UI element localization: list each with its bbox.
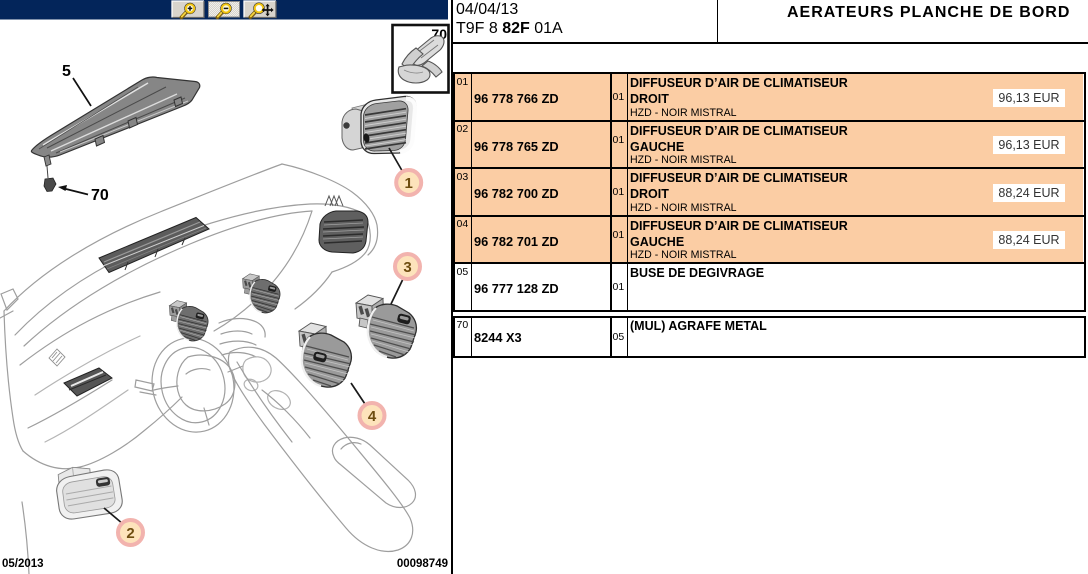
svg-text:05/2013: 05/2013 <box>2 558 44 570</box>
svg-text:1: 1 <box>405 175 413 192</box>
svg-text:3: 3 <box>403 259 411 276</box>
svg-text:00098749: 00098749 <box>397 558 448 570</box>
svg-text:5: 5 <box>62 63 71 80</box>
svg-text:70: 70 <box>91 187 109 204</box>
svg-text:4: 4 <box>368 408 377 425</box>
svg-text:2: 2 <box>126 525 134 542</box>
